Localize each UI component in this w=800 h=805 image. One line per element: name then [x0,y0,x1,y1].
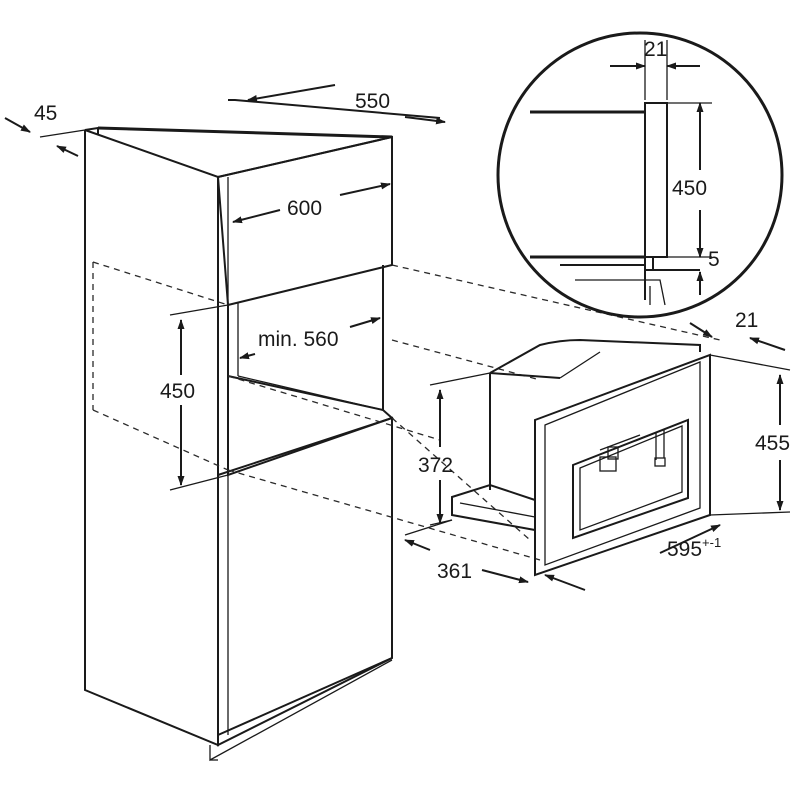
dim-appliance-body-height: 372 [418,454,453,477]
detail-circle [496,31,784,319]
dimension-lines [4,40,791,591]
projection-lines [92,261,721,561]
dim-cabinet-width: 600 [287,197,322,220]
dim-cabinet-depth: 550 [355,90,390,113]
dim-appliance-front-height: 455 [755,432,790,455]
dim-cabinet-offset: 45 [34,102,57,125]
dim-appliance-depth: 361 [437,560,472,583]
dim-niche-min-width: min. 560 [258,328,339,351]
dim-appliance-width: 595+-1 [667,535,721,561]
dim-niche-height: 450 [160,380,195,403]
dim-detail-niche-height: 450 [672,177,707,200]
dim-detail-gap: 5 [708,248,720,271]
dim-appliance-width-tolerance: +-1 [702,535,721,550]
dim-appliance-width-value: 595 [667,538,702,561]
dim-appliance-front-thickness: 21 [735,309,758,332]
cabinet-illustration [84,99,441,762]
dim-detail-panel-thickness: 21 [644,38,667,61]
dimension-labels: 45 550 600 450 min. 560 21 450 5 21 455 … [34,38,790,583]
